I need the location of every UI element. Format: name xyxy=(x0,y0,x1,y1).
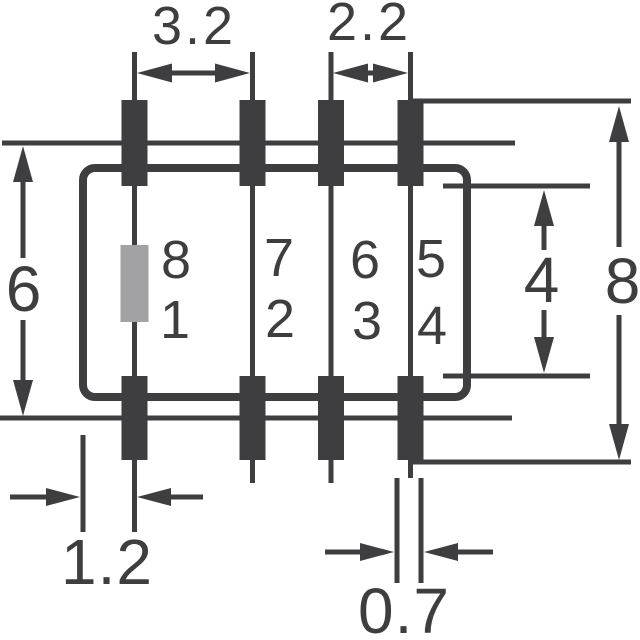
solder-pads xyxy=(121,100,424,460)
pad-bottom-3 xyxy=(318,376,344,460)
pin-label-4: 4 xyxy=(416,296,448,356)
dim-8-down-arrowhead xyxy=(609,424,629,460)
dim-1-2-right-arrowhead xyxy=(137,488,171,506)
dim-4-up-arrowhead xyxy=(534,190,554,226)
dim-label-4: 4 xyxy=(523,244,561,316)
dim-2-2-right-arrowhead xyxy=(373,63,408,83)
pin-label-6: 6 xyxy=(349,230,381,290)
dim-3-2-right-arrowhead xyxy=(215,63,250,83)
dim-6-up-arrowhead xyxy=(13,146,33,182)
dimension-lines xyxy=(10,70,622,555)
pin-label-5: 5 xyxy=(415,229,447,289)
dimension-arrowheads xyxy=(13,63,629,561)
pad-top-2 xyxy=(239,100,266,186)
pin-label-2: 2 xyxy=(264,289,296,349)
dim-8-up-arrowhead xyxy=(609,106,629,142)
dim-6-down-arrowhead xyxy=(13,380,33,416)
dim-label-2-2: 2.2 xyxy=(326,0,412,52)
dim-label-6: 6 xyxy=(5,253,43,325)
pad-top-3 xyxy=(318,100,344,186)
dim-label-3-2: 3.2 xyxy=(151,0,237,56)
dim-0-7-right-arrowhead xyxy=(424,543,458,561)
pin-label-3: 3 xyxy=(351,291,383,351)
dim-label-0-7: 0.7 xyxy=(358,575,450,640)
pad-bottom-1 xyxy=(121,376,148,460)
pad-bottom-4 xyxy=(397,376,424,460)
dim-label-1-2: 1.2 xyxy=(61,526,153,598)
dim-4-down-arrowhead xyxy=(534,337,554,373)
dim-label-8: 8 xyxy=(604,245,640,317)
component-body-outline xyxy=(79,164,471,401)
dim-3-2-left-arrowhead xyxy=(137,63,172,83)
pin-label-1: 1 xyxy=(159,290,191,350)
pad-bottom-2 xyxy=(239,376,266,460)
dim-1-2-left-arrowhead xyxy=(46,488,80,506)
dim-2-2-left-arrowhead xyxy=(333,63,368,83)
polarity-mark xyxy=(120,245,149,322)
pin-label-7: 7 xyxy=(263,228,295,288)
pin-label-8: 8 xyxy=(160,230,192,290)
pad-top-1 xyxy=(121,100,148,186)
dim-0-7-left-arrowhead xyxy=(360,543,394,561)
pad-top-4 xyxy=(397,100,424,186)
